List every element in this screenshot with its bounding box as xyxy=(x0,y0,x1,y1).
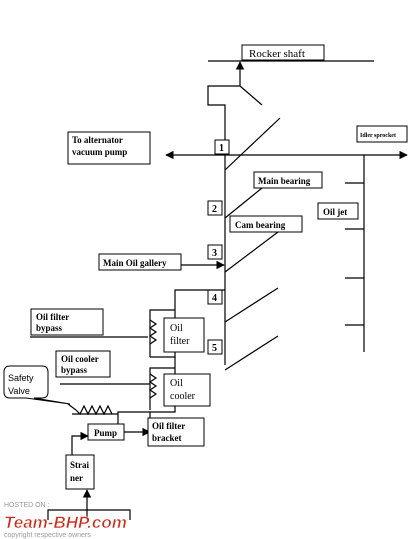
bearing-slash-4 xyxy=(224,287,279,323)
oil-filter-bypass-label-2: bypass xyxy=(36,323,63,333)
oil-filter-label-1: Oil xyxy=(170,323,183,334)
safety-valve-arrow-tail xyxy=(67,403,77,411)
idler-sprocket-label: Idler sprocket xyxy=(360,133,396,139)
safety-valve-label-1: Safety xyxy=(8,373,34,383)
cam-bearing-label: Cam bearing xyxy=(235,220,286,230)
strainer-to-pump-arrow xyxy=(71,431,89,455)
safety-valve-label-2: Valve xyxy=(8,386,30,396)
rocker-shaft-box xyxy=(241,44,325,61)
main-bearing-label: Main bearing xyxy=(258,176,311,186)
cam-bearing-box xyxy=(229,215,303,233)
oil-cooler-bypass-label-1: Oil cooler xyxy=(61,354,99,364)
oil-filter-bracket-box xyxy=(147,417,205,447)
oil-filter-label-2: filter xyxy=(170,336,190,347)
main-bearing-box xyxy=(253,171,323,189)
safety-valve-callout xyxy=(3,365,71,405)
point-1-box xyxy=(214,139,230,155)
oil-filter-top-pipe xyxy=(174,289,225,318)
alternator-label-2: vacuum pump xyxy=(72,147,127,157)
oil-filter-box xyxy=(163,317,205,353)
point-4-label: 4 xyxy=(212,293,217,304)
oil-cooler-bypass-box xyxy=(55,350,111,378)
bearing-slash-5 xyxy=(224,335,279,371)
alternator-box xyxy=(67,131,151,165)
idler-sprocket-box xyxy=(356,125,408,143)
watermark-brand: Team-BHP.com xyxy=(4,513,127,532)
pump-label: Pump xyxy=(94,428,117,438)
main-oil-gallery-box xyxy=(98,253,182,271)
point-5-label: 5 xyxy=(212,343,217,354)
oil-cooler-left-pipe xyxy=(149,367,175,410)
point-1-label: 1 xyxy=(219,143,224,154)
oil-filter-bypass-spring xyxy=(148,319,158,345)
watermark-copyright: copyright respective owners xyxy=(4,532,91,539)
oil-filter-bracket-label-1: Oil filter xyxy=(152,421,185,431)
oil-filter-bracket-label-2: bracket xyxy=(152,433,182,443)
safety-valve-spring xyxy=(75,404,113,416)
alternator-label-1: To alternator xyxy=(72,135,123,145)
point-3-label: 3 xyxy=(212,248,217,259)
point-2-label: 2 xyxy=(212,204,217,215)
oil-cooler-label-2: cooler xyxy=(170,391,196,402)
main-bearing-slash-1 xyxy=(224,117,281,171)
oil-jet-label: Oil jet xyxy=(323,207,347,217)
strainer-box xyxy=(65,454,95,490)
oil-cooler-bypass-spring xyxy=(148,373,158,399)
point-2-box xyxy=(207,200,223,216)
oil-filter-bottom-pipe xyxy=(150,352,176,358)
oil-filter-bypass-label-1: Oil filter xyxy=(36,312,69,322)
oil-cooler-bypass-label-2: bypass xyxy=(61,365,88,375)
oil-filter-bypass-box xyxy=(30,308,104,336)
sump-outline xyxy=(47,509,131,520)
oil-cooler-label-1: Oil xyxy=(170,378,183,389)
oil-filter-left-pipe xyxy=(149,309,175,357)
main-bearing-slash-2 xyxy=(224,187,263,219)
safety-valve-to-cooler xyxy=(117,411,150,414)
watermark-hosted-on: HOSTED ON : xyxy=(4,502,50,509)
point-3-box xyxy=(207,244,223,260)
oil-cooler-box xyxy=(163,373,211,407)
rocker-feed-path xyxy=(207,61,245,140)
rocker-shaft-label: Rocker shaft xyxy=(249,48,305,60)
strainer-label-1: Strai xyxy=(70,460,89,470)
rocker-slash xyxy=(239,85,263,106)
strainer-label-2: ner xyxy=(70,473,83,483)
cam-bearing-slash xyxy=(224,231,279,273)
oil-cooler-bottom-pipe xyxy=(150,406,176,413)
main-oil-gallery-label: Main Oil gallery xyxy=(103,258,167,268)
oil-jet-box xyxy=(317,202,359,220)
point-5-box xyxy=(207,339,223,355)
